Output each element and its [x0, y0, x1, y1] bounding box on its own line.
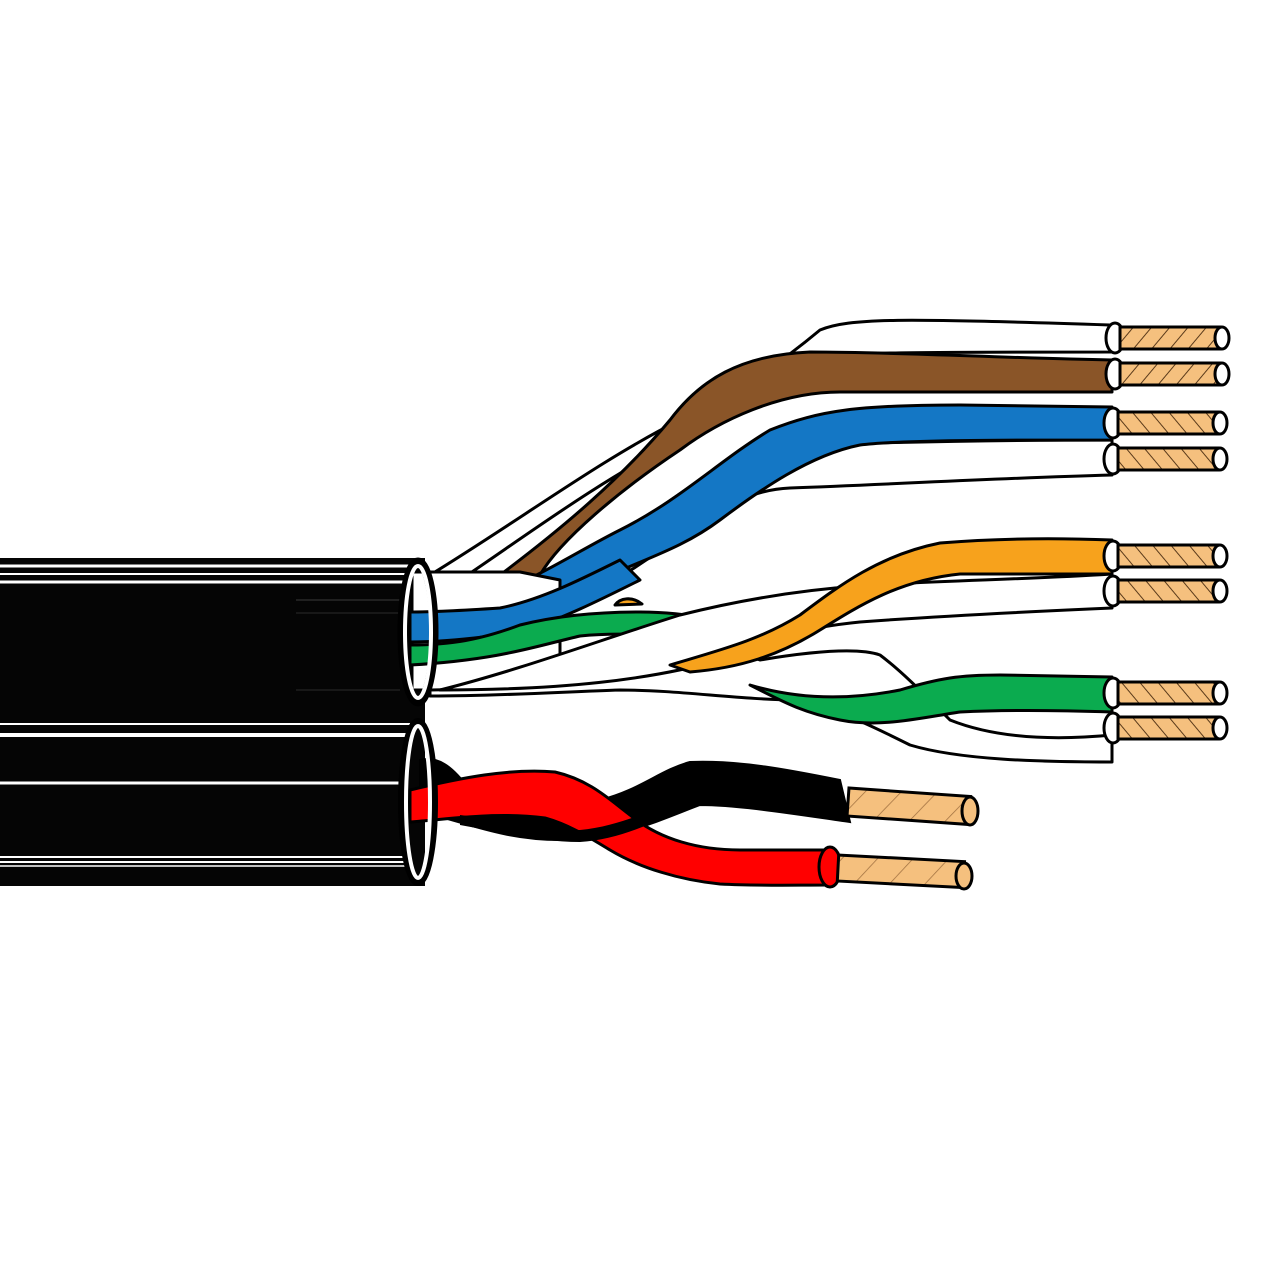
- conductor-end-white-4: [1102, 711, 1229, 745]
- wire-green: [748, 673, 1114, 725]
- conductor-end-blue: [1102, 406, 1229, 440]
- data-conductor-ends: [1102, 321, 1231, 745]
- conductor-end-orange: [1102, 539, 1229, 573]
- power-jacket-opening: [398, 718, 438, 886]
- wire-orange-peek: [613, 597, 644, 607]
- conductor-end-white-2: [1102, 442, 1229, 476]
- conductor-end-brown: [1104, 357, 1231, 391]
- data-cable-jacket: [0, 558, 425, 718]
- power-cable-jacket: [0, 718, 425, 886]
- data-jacket-opening: [397, 557, 439, 707]
- wire-black-crossing: [460, 800, 690, 842]
- conductor-end-white-3: [1102, 574, 1229, 608]
- conductor-end-red: [817, 845, 974, 891]
- conductor-end-black: [845, 786, 980, 827]
- conductor-end-white-1: [1104, 321, 1231, 355]
- conductor-end-green: [1102, 676, 1229, 710]
